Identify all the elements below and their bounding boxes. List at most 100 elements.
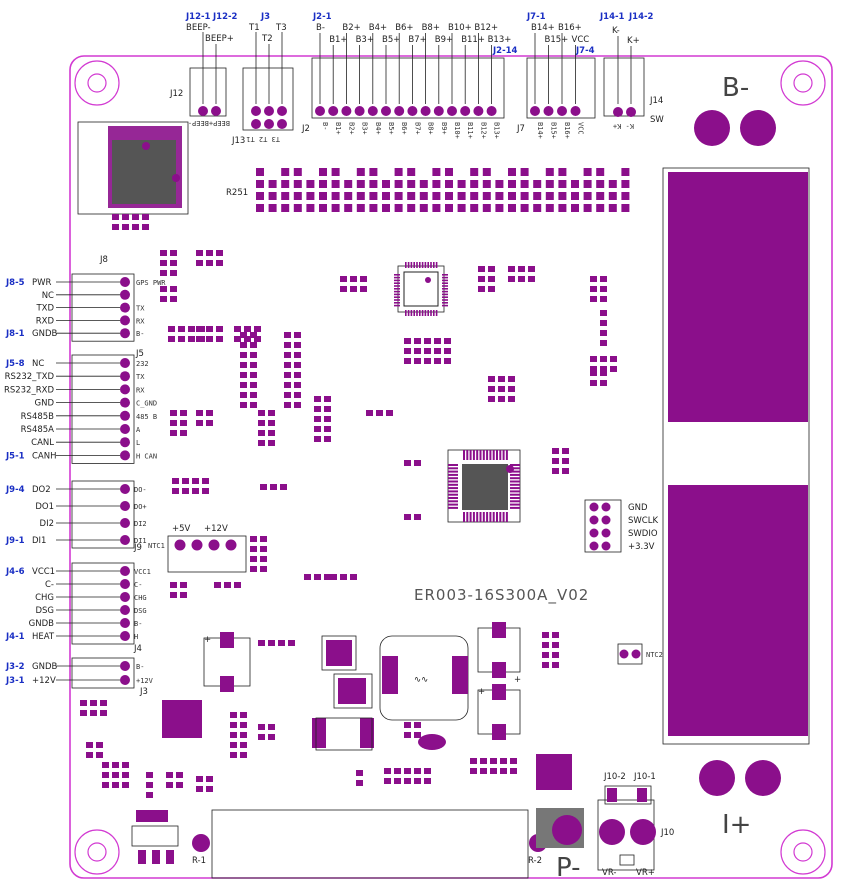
plus12v-label: +12V [204, 524, 228, 534]
left-pin-signal: GNDB [32, 662, 57, 672]
left-pin-signal: +12V [32, 676, 56, 686]
left-pin-signal: DSG [35, 606, 54, 616]
beep-plus-label: BEEP+ [205, 34, 234, 44]
j7-pin-silk: B16+ [563, 122, 571, 139]
j14-1-tag: J14-1 [599, 12, 625, 22]
left-pin-silk: B- [136, 663, 144, 671]
resistor-array [256, 168, 630, 212]
j9-connector-name: J9 [133, 543, 142, 553]
left-pin-signal: CHG [35, 593, 54, 603]
left-pin-tag: J3-1 [5, 676, 25, 686]
j10-1-label: J10-1 [633, 772, 656, 782]
left-pin-signal: RS485A [21, 425, 55, 435]
swd-swdio-label: SWDIO [628, 529, 658, 539]
j8-connector-name: J8 [99, 255, 108, 265]
power-pad-lower [668, 485, 808, 736]
left-pin-silk: 232 [136, 360, 149, 368]
j10-2-label: J10-2 [603, 772, 626, 782]
j3-top-tag: J3 [260, 12, 270, 22]
j2-pin-label: B8+ [422, 23, 440, 33]
i-plus-big-label: I+ [722, 810, 751, 840]
left-pin-signal: GNDB [29, 619, 54, 629]
j7-pin-label: B14+ [531, 23, 555, 33]
k-plus-label: K+ [627, 36, 640, 46]
left-pin-signal: GND [35, 399, 55, 409]
j7-4-tag: J7-4 [575, 46, 595, 56]
j12-2-tag: J12-2 [212, 12, 238, 22]
left-pin-silk: A [136, 426, 141, 434]
left-pin-signal: CANL [31, 438, 54, 448]
left-pin-signal: DI1 [32, 536, 46, 546]
left-pin-silk: C- [134, 581, 142, 589]
svg-text:+: + [204, 635, 211, 645]
j2-pin-silk: B11+ [466, 122, 474, 139]
left-pin-silk: H [134, 633, 138, 641]
j2-1-tag: J2-1 [312, 12, 332, 22]
j2-pin-silk: B7+ [413, 122, 421, 135]
j7-label: J7 [516, 124, 525, 134]
j2-pin-label: B13+ [488, 35, 512, 45]
left-pin-silk: TX [136, 305, 145, 313]
svg-text:K- K+: K- K+ [613, 122, 634, 130]
svg-text:∿∿: ∿∿ [414, 675, 428, 685]
j7-pin-silk: B14+ [536, 122, 544, 139]
j2-pin-silk: B5+ [387, 122, 395, 135]
j7-pin-label: VCC [572, 35, 590, 45]
swd-3v3-label: +3.3V [628, 542, 655, 552]
left-pin-tag: J9-4 [5, 485, 25, 495]
left-pin-silk: +12V [136, 677, 154, 685]
left-pin-signal: PWR [32, 278, 52, 288]
j2-pin-silk: B13+ [493, 122, 501, 139]
plus5v-label: +5V [172, 524, 191, 534]
r2-label: R-2 [528, 856, 542, 866]
t3-label: T3 [275, 23, 287, 33]
left-pin-silk: CHG [134, 594, 147, 602]
j2-pin-label: B4+ [369, 23, 387, 33]
left-pin-silk: RX [136, 386, 145, 394]
left-pin-tag: J5-8 [5, 359, 25, 369]
left-pin-silk: DO+ [134, 503, 147, 511]
j2-pin-label: B12+ [474, 23, 498, 33]
j2-14-tag: J2-14 [492, 46, 518, 56]
r251-label: R251 [226, 188, 248, 198]
left-pin-silk: B- [136, 330, 144, 338]
left-pin-silk: B- [134, 620, 142, 628]
j2-pin-silk: B2+ [347, 122, 355, 135]
left-pin-silk: H CAN [136, 452, 157, 460]
j2-pin-label: B11+ [461, 35, 485, 45]
left-pin-tag: J8-5 [5, 278, 25, 288]
j2-pin-label: B6+ [395, 23, 413, 33]
j2-pin-silk: B4+ [374, 122, 382, 135]
left-pin-tag: J8-1 [5, 329, 25, 339]
j7-pin-silk: VCC [577, 122, 585, 135]
left-pin-silk: 485 B [136, 413, 157, 421]
j2-pin-silk: B10+ [453, 122, 461, 139]
left-pin-tag: J4-6 [5, 567, 25, 577]
j7-pin-label: B15+ [545, 35, 569, 45]
mounting-holes [74, 60, 826, 875]
j13-mirror-silk: T3 T2 T1 [246, 135, 280, 143]
j2-pin-silk: B3+ [361, 122, 369, 135]
left-pin-tag: J9-1 [5, 536, 25, 546]
left-pin-signal: NC [32, 359, 44, 369]
left-pin-tag: J5-1 [5, 451, 25, 461]
j2-pin-silk: B6+ [400, 122, 408, 135]
j13-label: J13 [231, 136, 245, 146]
left-pin-silk: TX [136, 373, 145, 381]
k-minus-label: K- [612, 26, 620, 36]
smd-components [80, 214, 617, 798]
left-pin-signal: DO1 [35, 502, 54, 512]
vr-plus-label: VR+ [636, 868, 655, 878]
j4-connector-name: J4 [133, 644, 142, 654]
j2-pin-silk: B9+ [440, 122, 448, 135]
left-pin-silk: RX [136, 317, 145, 325]
swd-gnd-label: GND [628, 503, 648, 513]
left-pin-silk: C_GND [136, 400, 157, 408]
j10-label: J10 [660, 828, 674, 838]
j2-pin-label: B1+ [329, 35, 347, 45]
ntc-area: +5V +12V NTC1 NTC2 [148, 524, 663, 665]
left-pin-silk: VCC1 [134, 568, 151, 576]
ntc1-label: NTC1 [148, 542, 165, 550]
j14-label: J14 [649, 96, 663, 106]
